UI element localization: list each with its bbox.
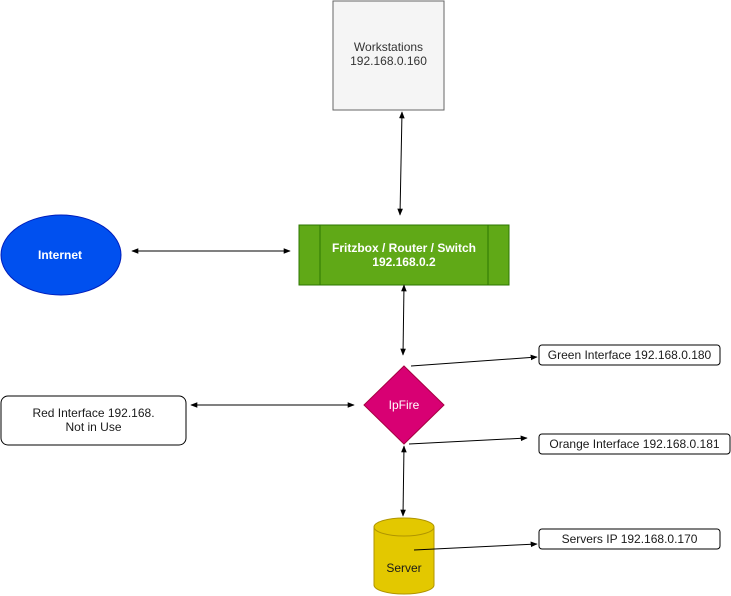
server-node[interactable] [373,517,435,595]
internet-label: Internet [37,248,82,262]
servers-ip-box[interactable] [538,528,721,550]
router-title: Fritzbox / Router / Switch [331,241,476,255]
router-label: Fritzbox / Router / Switch 192.168.0.2 [320,240,488,270]
workstations-title: Workstations [353,40,424,54]
workstations-node[interactable] [332,0,445,111]
ipfire-node[interactable] [363,365,445,445]
red-interface-title: Red Interface 192.168. [32,406,155,420]
workstations-ip: 192.168.0.160 [350,54,427,68]
red-interface-box[interactable] [0,395,187,446]
router-ip: 192.168.0.2 [372,255,436,269]
edge-server-ip[interactable] [413,541,538,551]
red-interface-status: Not in Use [65,420,122,434]
orange-interface-box[interactable] [538,433,731,455]
edge-router-ipfire[interactable] [400,284,407,356]
green-interface-box[interactable] [538,344,721,366]
edge-workstations-router[interactable] [397,111,405,216]
servers-ip-label: Servers IP 192.168.0.170 [561,532,698,546]
red-interface-label: Red Interface 192.168. Not in Use [1,404,186,436]
edge-ipfire-green[interactable] [410,354,538,367]
orange-interface-label: Orange Interface 192.168.0.181 [549,437,720,451]
green-interface-label: Green Interface 192.168.0.180 [547,348,712,362]
ipfire-label: IpFire [388,398,420,412]
server-label: Server [386,561,422,575]
edge-ipfire-orange[interactable] [408,435,528,445]
internet-node[interactable] [0,214,122,296]
router-node[interactable] [298,224,510,286]
workstations-label: Workstations 192.168.0.160 [333,38,444,70]
edge-ipfire-server[interactable] [400,445,407,517]
